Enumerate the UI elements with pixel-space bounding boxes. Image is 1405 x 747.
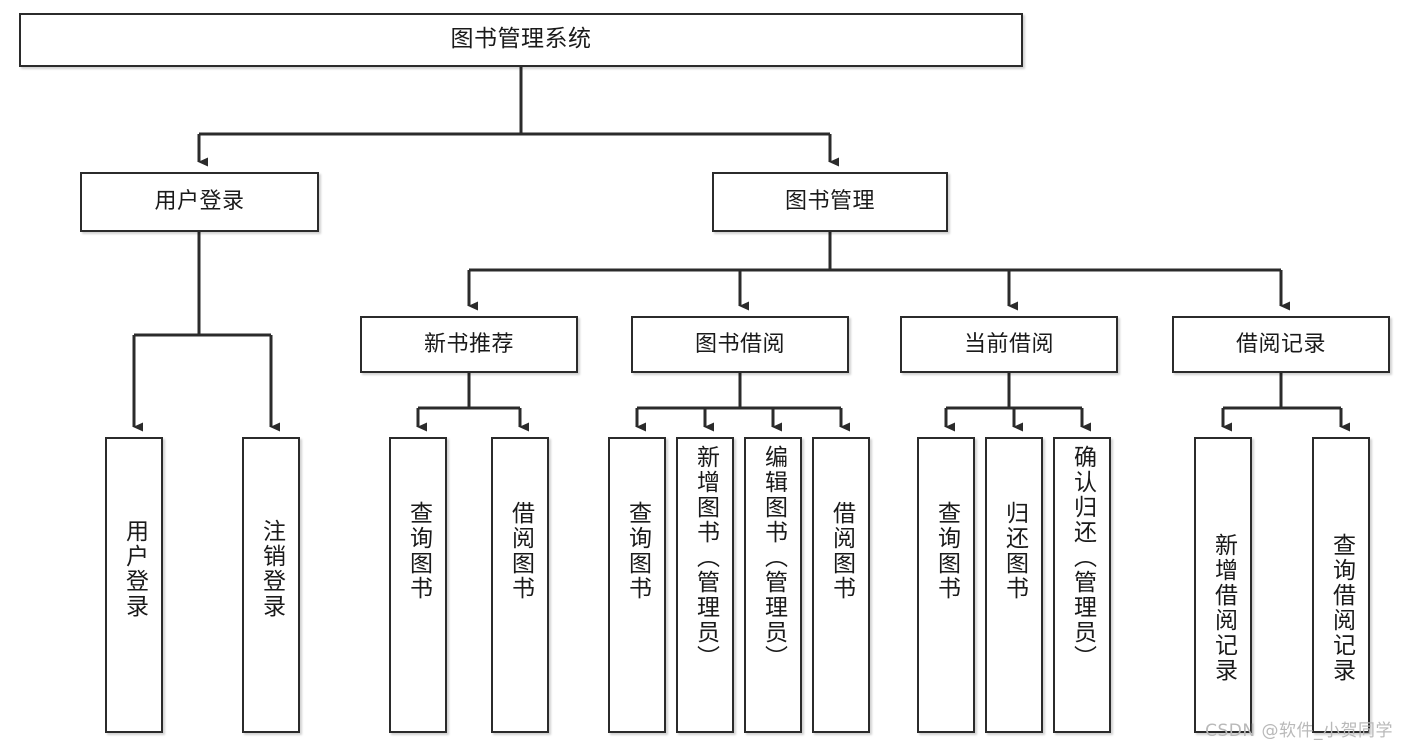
leaf-edit-book-admin[interactable]: 编辑图书（管理员） [744, 437, 802, 733]
leaf-query-borrow-record[interactable]: 查询借阅记录 [1312, 437, 1370, 733]
node-label: 借阅图书 [507, 501, 534, 601]
node-label: 图书借阅 [694, 331, 785, 357]
node-book-management[interactable]: 图书管理 [712, 172, 948, 232]
node-label: 编辑图书（管理员） [760, 445, 787, 670]
leaf-query-book-new[interactable]: 查询图书 [389, 437, 447, 733]
leaf-add-borrow-record[interactable]: 新增借阅记录 [1194, 437, 1252, 733]
node-label: 图书管理系统 [450, 26, 592, 53]
leaf-borrow-book[interactable]: 借阅图书 [812, 437, 870, 733]
node-label: 查询图书 [933, 501, 960, 601]
node-label: 归还图书 [1001, 501, 1028, 601]
node-label: 当前借阅 [963, 331, 1054, 357]
node-label: 新增图书（管理员） [692, 445, 719, 670]
leaf-borrow-book-new[interactable]: 借阅图书 [491, 437, 549, 733]
node-label: 借阅记录 [1235, 331, 1326, 357]
node-current-borrow[interactable]: 当前借阅 [900, 316, 1118, 373]
leaf-user-logout[interactable]: 注销登录 [242, 437, 300, 733]
node-label: 用户登录 [154, 189, 245, 215]
node-label: 注销登录 [258, 519, 285, 619]
node-root-system[interactable]: 图书管理系统 [19, 13, 1023, 67]
node-label: 查询图书 [405, 501, 432, 601]
node-label: 查询图书 [624, 501, 651, 601]
csdn-watermark: CSDN @软件_小贺同学 [1205, 721, 1393, 741]
node-borrow-records[interactable]: 借阅记录 [1172, 316, 1390, 373]
node-label: 借阅图书 [828, 501, 855, 601]
node-user-login[interactable]: 用户登录 [80, 172, 319, 232]
node-label: 新书推荐 [423, 331, 514, 357]
node-label: 查询借阅记录 [1328, 533, 1355, 683]
leaf-query-book-current[interactable]: 查询图书 [917, 437, 975, 733]
leaf-return-book[interactable]: 归还图书 [985, 437, 1043, 733]
node-new-book-recommend[interactable]: 新书推荐 [360, 316, 578, 373]
node-label: 新增借阅记录 [1210, 533, 1237, 683]
node-label: 确认归还（管理员） [1069, 445, 1096, 670]
node-book-borrow[interactable]: 图书借阅 [631, 316, 849, 373]
leaf-confirm-return-admin[interactable]: 确认归还（管理员） [1053, 437, 1111, 733]
leaf-query-book-borrow[interactable]: 查询图书 [608, 437, 666, 733]
node-label: 用户登录 [121, 519, 148, 619]
leaf-user-login[interactable]: 用户登录 [105, 437, 163, 733]
leaf-add-book-admin[interactable]: 新增图书（管理员） [676, 437, 734, 733]
node-label: 图书管理 [784, 189, 875, 215]
